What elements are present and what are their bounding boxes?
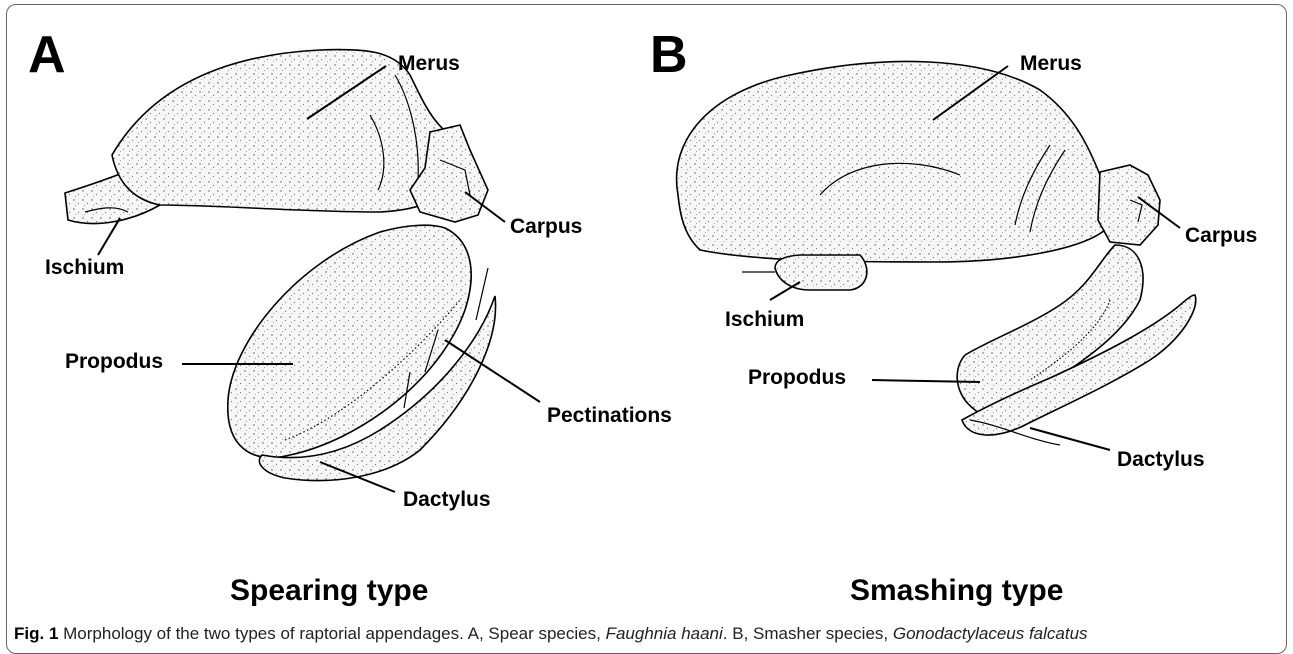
panel-b-letter: B [650, 26, 688, 84]
a-type-label: Spearing type [230, 574, 428, 607]
a-label-propodus: Propodus [65, 350, 163, 373]
panel-a-letter: A [28, 26, 66, 84]
b-carpus-shape [1098, 165, 1160, 245]
b-ischium-shape [775, 255, 867, 290]
b-merus-shape [677, 61, 1105, 262]
a-label-ischium: Ischium [45, 256, 124, 279]
b-label-merus: Merus [1020, 52, 1082, 75]
b-label-propodus: Propodus [748, 366, 846, 389]
caption-text-1: Morphology of the two types of raptorial… [58, 624, 605, 643]
a-label-pectinations: Pectinations [547, 404, 672, 427]
b-label-carpus: Carpus [1185, 224, 1257, 247]
a-label-carpus: Carpus [510, 215, 582, 238]
b-type-label: Smashing type [850, 574, 1063, 607]
caption-species-a: Faughnia haani [606, 624, 723, 643]
caption-text-2: . B, Smasher species, [723, 624, 893, 643]
b-label-ischium: Ischium [725, 308, 804, 331]
figure-illustration: A Merus Carpus Ischium Propodus Pectinat [0, 0, 1293, 620]
panel-b: B Merus Carpus Ischium Propodus Dactylus… [650, 26, 1257, 607]
panel-a: A Merus Carpus Ischium Propodus Pectinat [28, 26, 672, 607]
b-label-dactylus: Dactylus [1117, 448, 1205, 471]
caption-fig-number: Fig. 1 [14, 624, 58, 643]
a-label-merus: Merus [398, 52, 460, 75]
caption-species-b: Gonodactylaceus falcatus [893, 624, 1088, 643]
figure-caption: Fig. 1 Morphology of the two types of ra… [14, 624, 1284, 644]
a-label-dactylus: Dactylus [403, 488, 491, 511]
